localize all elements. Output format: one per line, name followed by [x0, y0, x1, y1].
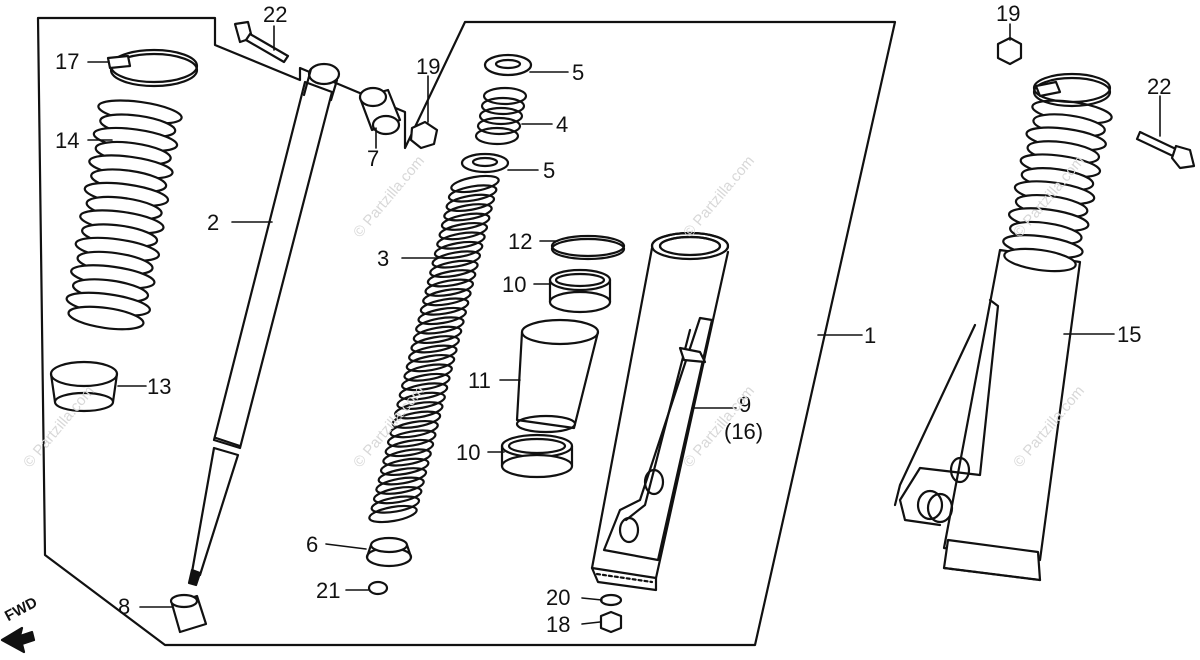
- spring-coil: [379, 457, 430, 477]
- bolt-right: [1135, 130, 1196, 170]
- part-label-21: 21: [316, 578, 341, 603]
- slide-bushing-upper: [548, 268, 612, 314]
- boot-fold: [67, 305, 145, 331]
- part-label-1: 1: [864, 323, 877, 348]
- spring-seat: [365, 536, 413, 568]
- spring-coil: [440, 212, 491, 231]
- small-nut-21: [367, 580, 389, 596]
- bushing: [358, 86, 402, 136]
- part-label-17: 17: [55, 49, 80, 74]
- drain-washer: [599, 593, 623, 607]
- part-label-15: 15: [1117, 322, 1142, 347]
- part-label-22-right: 22: [1147, 74, 1172, 99]
- spring-coil: [447, 184, 498, 203]
- spring-coil: [412, 325, 463, 345]
- fork-slider: [590, 231, 730, 592]
- spring-coil: [408, 344, 458, 363]
- spring-coil: [401, 372, 451, 392]
- part-label-10-upper: 10: [502, 272, 527, 297]
- spring-coil: [370, 495, 421, 514]
- part-label-9: 9: [739, 392, 752, 417]
- drain-nut: [599, 610, 623, 634]
- nut-right: [996, 36, 1023, 66]
- part-label-12: 12: [508, 229, 533, 254]
- nut-inner: [409, 120, 439, 150]
- part-label-14: 14: [55, 128, 80, 153]
- spring-coil: [436, 231, 486, 250]
- spring-coil: [368, 504, 418, 524]
- part-label-20: 20: [546, 585, 571, 610]
- fork-tube: [515, 318, 600, 434]
- washer-top: [483, 53, 533, 77]
- fwd-arrow-icon: [0, 626, 36, 654]
- spring-coil: [403, 363, 453, 382]
- part-label-6: 6: [306, 532, 319, 557]
- part-label-5-top: 5: [572, 60, 585, 85]
- spring-coil: [386, 429, 437, 448]
- assembled-fork-boot: [1002, 99, 1113, 273]
- spring-coil: [384, 438, 435, 458]
- spring-coil: [424, 278, 474, 297]
- spring-coil: [405, 353, 456, 373]
- spring-coil: [382, 448, 432, 467]
- part-label-13: 13: [147, 374, 172, 399]
- part-label-18: 18: [546, 612, 571, 637]
- spring-coil: [429, 259, 479, 279]
- part-label-10-lower: 10: [456, 440, 481, 465]
- part-label-7: 7: [367, 146, 380, 171]
- part-label-22-left: 22: [263, 2, 288, 27]
- part-label-5-lower: 5: [543, 158, 556, 183]
- part-label-2: 2: [207, 210, 220, 235]
- assembly-outline: [36, 16, 897, 647]
- washer-lower: [460, 152, 510, 174]
- spring-coil: [394, 401, 444, 420]
- fork-damper-rod: [187, 62, 341, 587]
- slide-bushing-lower: [500, 433, 574, 479]
- part-label-3: 3: [377, 246, 390, 271]
- spring-coil: [415, 316, 465, 335]
- part-label-8: 8: [118, 594, 131, 619]
- assembled-fork: [893, 248, 1082, 582]
- spring-coil: [417, 306, 467, 326]
- snap-ring: [550, 234, 626, 261]
- spring-coil: [377, 467, 428, 486]
- fork-spring: [368, 174, 500, 524]
- boot-fold: [1003, 247, 1077, 273]
- spring-coil: [396, 391, 446, 411]
- spring-coil: [445, 193, 496, 213]
- spring-coil: [398, 382, 449, 401]
- spring-coil: [419, 297, 470, 316]
- spring-coil: [426, 269, 477, 288]
- assembled-fork-clamp: [1032, 72, 1112, 108]
- spring-coil: [410, 335, 460, 354]
- spring-coil: [443, 203, 493, 222]
- spring-coil: [431, 250, 482, 269]
- bolt-left: [233, 20, 290, 64]
- hose-clamp: [106, 48, 199, 88]
- part-label-9-alt: (16): [724, 419, 764, 444]
- spring-coil: [433, 240, 484, 260]
- spring-coil: [438, 221, 489, 241]
- part-label-19-left: 19: [416, 54, 441, 79]
- spring-coil: [450, 174, 500, 194]
- part-label-11: 11: [468, 368, 491, 393]
- spring-coil: [389, 419, 439, 439]
- part-label-19-right: 19: [996, 1, 1021, 26]
- part-label-4: 4: [556, 112, 569, 137]
- spring-coil: [422, 287, 472, 307]
- oil-seal: [49, 360, 119, 413]
- rod-end-cap: [169, 593, 208, 634]
- short-spring: [474, 86, 528, 146]
- spring-coil: [372, 485, 423, 505]
- dust-boot: [65, 99, 183, 331]
- spring-coil: [375, 476, 425, 495]
- spring-coil: [391, 410, 442, 429]
